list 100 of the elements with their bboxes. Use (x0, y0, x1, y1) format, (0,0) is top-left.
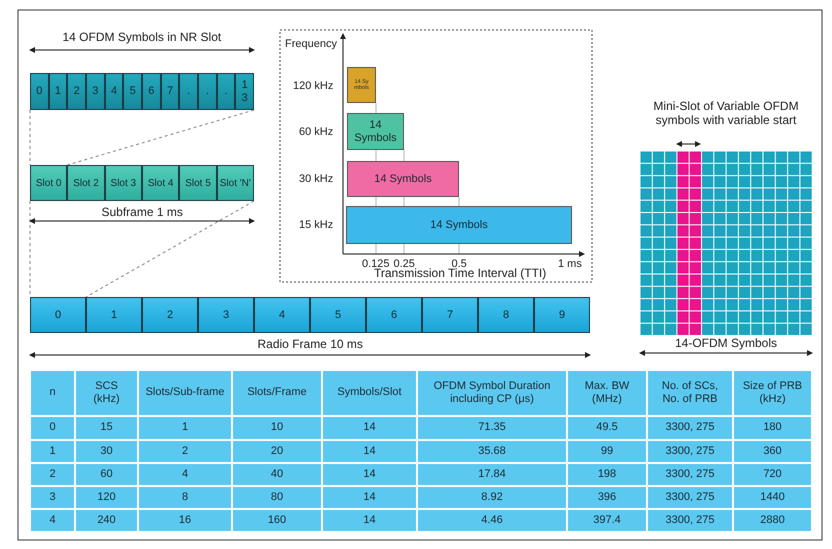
table-cell: 3300, 275 (647, 463, 733, 486)
table-header-cell: Size of PRB (kHz) (733, 370, 812, 416)
symbol-box: 0 (30, 73, 49, 110)
table-cell: 14 (322, 509, 417, 532)
table-header-cell: No. of SCs, No. of PRB (647, 370, 733, 416)
symbol-box: 3 (86, 73, 105, 110)
symbol-box: . (179, 73, 198, 110)
table-cell: 8 (138, 486, 232, 509)
table-cell: 396 (567, 486, 647, 509)
table-cell: 360 (733, 440, 812, 463)
symbol-box: . (198, 73, 217, 110)
table-cell: 40 (232, 463, 322, 486)
subframe-box: 2 (142, 297, 198, 333)
symbol-box: 2 (67, 73, 86, 110)
duration-bar: 14 Symbols (347, 113, 404, 150)
table-cell: 4.46 (417, 509, 567, 532)
table-cell: 14 (322, 440, 417, 463)
slot-box: Slot 0 (30, 165, 68, 201)
duration-bar: 14 Symbols (346, 206, 572, 244)
table-cell: 99 (567, 440, 647, 463)
tick-label: 0.125 (362, 258, 390, 270)
table-cell: 2 (138, 440, 232, 463)
table-cell: 3300, 275 (647, 416, 733, 440)
table-cell: 35.68 (417, 440, 567, 463)
axis-label: Subframe 1 ms (102, 206, 183, 220)
symbol-box: . (216, 73, 236, 110)
slot-box: Slot 5 (179, 165, 217, 201)
table-cell: 14 (322, 486, 417, 509)
symbol-box: 7 (160, 73, 180, 110)
dimension-label: 14-OFDM Symbols (675, 337, 778, 351)
axis-label: 30 kHz (299, 173, 334, 186)
table-cell: 71.35 (417, 416, 567, 440)
table-header-cell: Max. BW (MHz) (567, 370, 647, 416)
subframe-box: 7 (422, 297, 478, 333)
table-cell: 14 (322, 463, 417, 486)
table-header-cell: n (30, 370, 75, 416)
duration-bar: 14 Symbols (347, 161, 459, 197)
subframe-box: 8 (478, 297, 534, 333)
table-cell: 60 (75, 463, 138, 486)
annotation: Mini-Slot of Variable OFDM symbols with variable start (652, 100, 800, 128)
table-cell: 3 (30, 486, 75, 509)
table-cell: 4 (138, 463, 232, 486)
table-cell: 80 (232, 486, 322, 509)
symbol-box: 4 (104, 73, 124, 110)
table-cell: 16 (138, 509, 232, 532)
table-cell: 15 (75, 416, 138, 440)
table-header-cell: SCS (kHz) (75, 370, 138, 416)
slot-box: Slot 'N' (216, 165, 254, 201)
slot-box: Slot 2 (67, 165, 105, 201)
table-cell: 14 (322, 416, 417, 440)
table-cell: 3300, 275 (647, 509, 733, 532)
table-cell: 49.5 (567, 416, 647, 440)
table-cell: 17.84 (417, 463, 567, 486)
table-cell: 20 (232, 440, 322, 463)
axis-label: 15 kHz (299, 219, 334, 232)
axis-title: Frequency (285, 38, 337, 51)
table-cell: 3300, 275 (647, 440, 733, 463)
table-cell: 2880 (733, 509, 812, 532)
table-cell: 1 (138, 416, 232, 440)
symbol-box: 5 (123, 73, 142, 110)
table-cell: 3300, 275 (647, 486, 733, 509)
subframe-box: 1 (86, 297, 142, 333)
subframe-box: 6 (366, 297, 422, 333)
symbol-box: 6 (142, 73, 161, 110)
slot-box: Slot 3 (104, 165, 142, 201)
axis-title: Transmission Time Interval (TTI) (374, 267, 546, 281)
tick-label: 1 ms (558, 258, 582, 271)
table-cell: 2 (30, 463, 75, 486)
table-cell: 397.4 (567, 509, 647, 532)
table-header-cell: OFDM Symbol Duration including CP (μs) (417, 370, 567, 416)
subframe-box: 4 (254, 297, 310, 333)
table-cell: 180 (733, 416, 812, 440)
symbol-box: 13 (235, 73, 254, 110)
table-header-cell: Symbols/Slot (322, 370, 417, 416)
table-header-cell: Slots/Sub-frame (138, 370, 232, 416)
axis-label: 60 kHz (299, 126, 334, 139)
table-cell: 1 (30, 440, 75, 463)
projection-line (86, 200, 254, 298)
table-cell: 30 (75, 440, 138, 463)
table-cell: 120 (75, 486, 138, 509)
table-cell: 4 (30, 509, 75, 532)
projection-line (66, 110, 255, 166)
table-cell: 0 (30, 416, 75, 440)
table-cell: 160 (232, 509, 322, 532)
symbol-box: 1 (48, 73, 68, 110)
table-cell: 10 (232, 416, 322, 440)
dimension-label: 14 OFDM Symbols in NR Slot (62, 31, 222, 45)
axis-label: 120 kHz (293, 80, 334, 93)
subframe-box: 9 (534, 297, 590, 333)
table-cell: 198 (567, 463, 647, 486)
subframe-box: 5 (310, 297, 366, 333)
tick-label: 0.25 (394, 258, 415, 270)
slot-box: Slot 4 (142, 165, 180, 201)
subframe-box: 0 (30, 297, 86, 333)
table-cell: 8.92 (417, 486, 567, 509)
table-cell: 240 (75, 509, 138, 532)
table-cell: 720 (733, 463, 812, 486)
table-cell: 1440 (733, 486, 812, 509)
subframe-box: 3 (198, 297, 254, 333)
dimension-label: Radio Frame 10 ms (258, 338, 363, 352)
